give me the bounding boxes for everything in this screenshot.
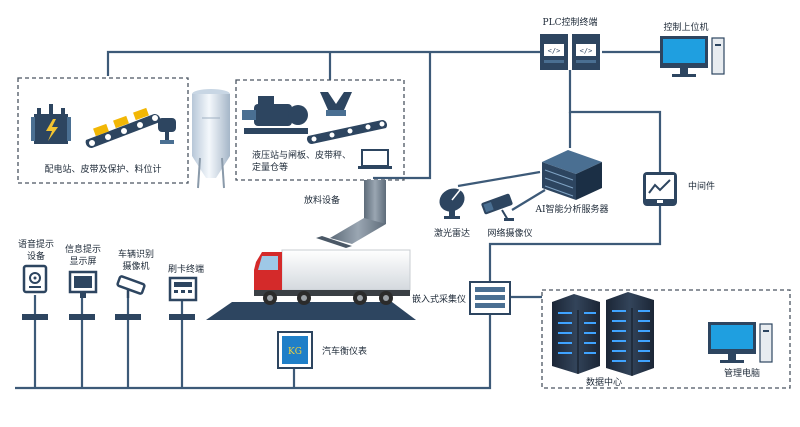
info-display-icon [68,270,98,298]
middleware-label: 中间件 [688,180,715,192]
datacenter-zone-box [541,289,791,389]
card-terminal-icon [168,276,198,302]
speaker-icon [22,264,48,294]
datacenter-label: 数据中心 [586,376,622,388]
zone-left-label: 配电站、皮带及保护、料位计 [44,163,161,175]
lidar-link [457,170,541,188]
plc-down-line [568,70,662,172]
plate-camera-icon [116,275,146,298]
middleware-to-embedded [488,206,662,282]
embedded-label: 嵌入式采集仪 [412,293,466,305]
server-rack-icon [552,292,654,376]
host-pc-label: 控制上位机 [663,21,708,33]
card-terminal-label: 刷卡终端 [168,263,204,275]
ai-server-label: AI智能分析服务器 [534,203,608,215]
scale-meter-display: KG [288,347,302,357]
card-terminal-post [169,314,195,320]
belt-scale-icon [307,120,387,144]
mgmt-pc-label: 管理电脑 [724,367,760,379]
net-camera-label: 网络摄像仪 [487,227,532,239]
truck-icon [254,249,411,305]
lidar-icon [439,188,465,219]
connection-lines [15,50,662,390]
voice-label-2: 设备 [27,250,45,262]
gate-valve-icon [320,92,352,116]
lidar-label: 激光雷达 [434,227,470,239]
level-gauge-icon [158,118,176,144]
scale-meter-icon [277,331,313,369]
transformer-icon [31,104,71,144]
svg-text:</>: </> [548,47,561,55]
svg-text:</>: </> [580,47,593,55]
camera-link [511,189,546,211]
plate-camera-post [115,314,141,320]
plc-label: PLC控制终端 [543,16,598,28]
net-camera-icon [481,193,514,221]
embedded-collector-icon [469,281,511,315]
voice-label-1: 语音提示 [18,238,54,250]
zone-mid-label-2: 定量仓等 [252,161,288,173]
plate-camera-label-1: 车辆识别 [118,248,154,260]
zone-mid-label-1: 液压站与闸板、皮带秤、 [252,149,351,161]
conveyor-belt-icon [85,107,161,149]
top-bus-line [106,50,540,76]
weighbridge-platform [206,302,416,320]
plc-terminal-icon: </> </> [540,34,600,70]
feeder-label: 放料设备 [304,194,340,206]
mgmt-pc-icon [708,322,773,363]
plate-camera-label-2: 摄像机 [122,260,149,272]
hopper-laptop-icon [358,149,392,169]
voice-post [22,314,48,320]
middleware-icon [643,172,677,206]
ai-server-icon [542,150,602,200]
info-screen-label-1: 信息提示 [65,243,101,255]
bottom-bus-line [15,314,492,390]
silo-icon [192,89,230,189]
host-pc-icon [660,36,725,77]
feeder-link [373,52,432,180]
zone-mid-box [235,79,405,181]
info-screen-label-2: 显示屏 [69,256,96,267]
info-screen-post [69,314,95,320]
zone-left-box [17,77,189,184]
hydraulic-station-icon [242,96,308,134]
feeder-chute-icon [316,180,386,248]
scale-meter-label: 汽车衡仪表 [322,345,367,357]
